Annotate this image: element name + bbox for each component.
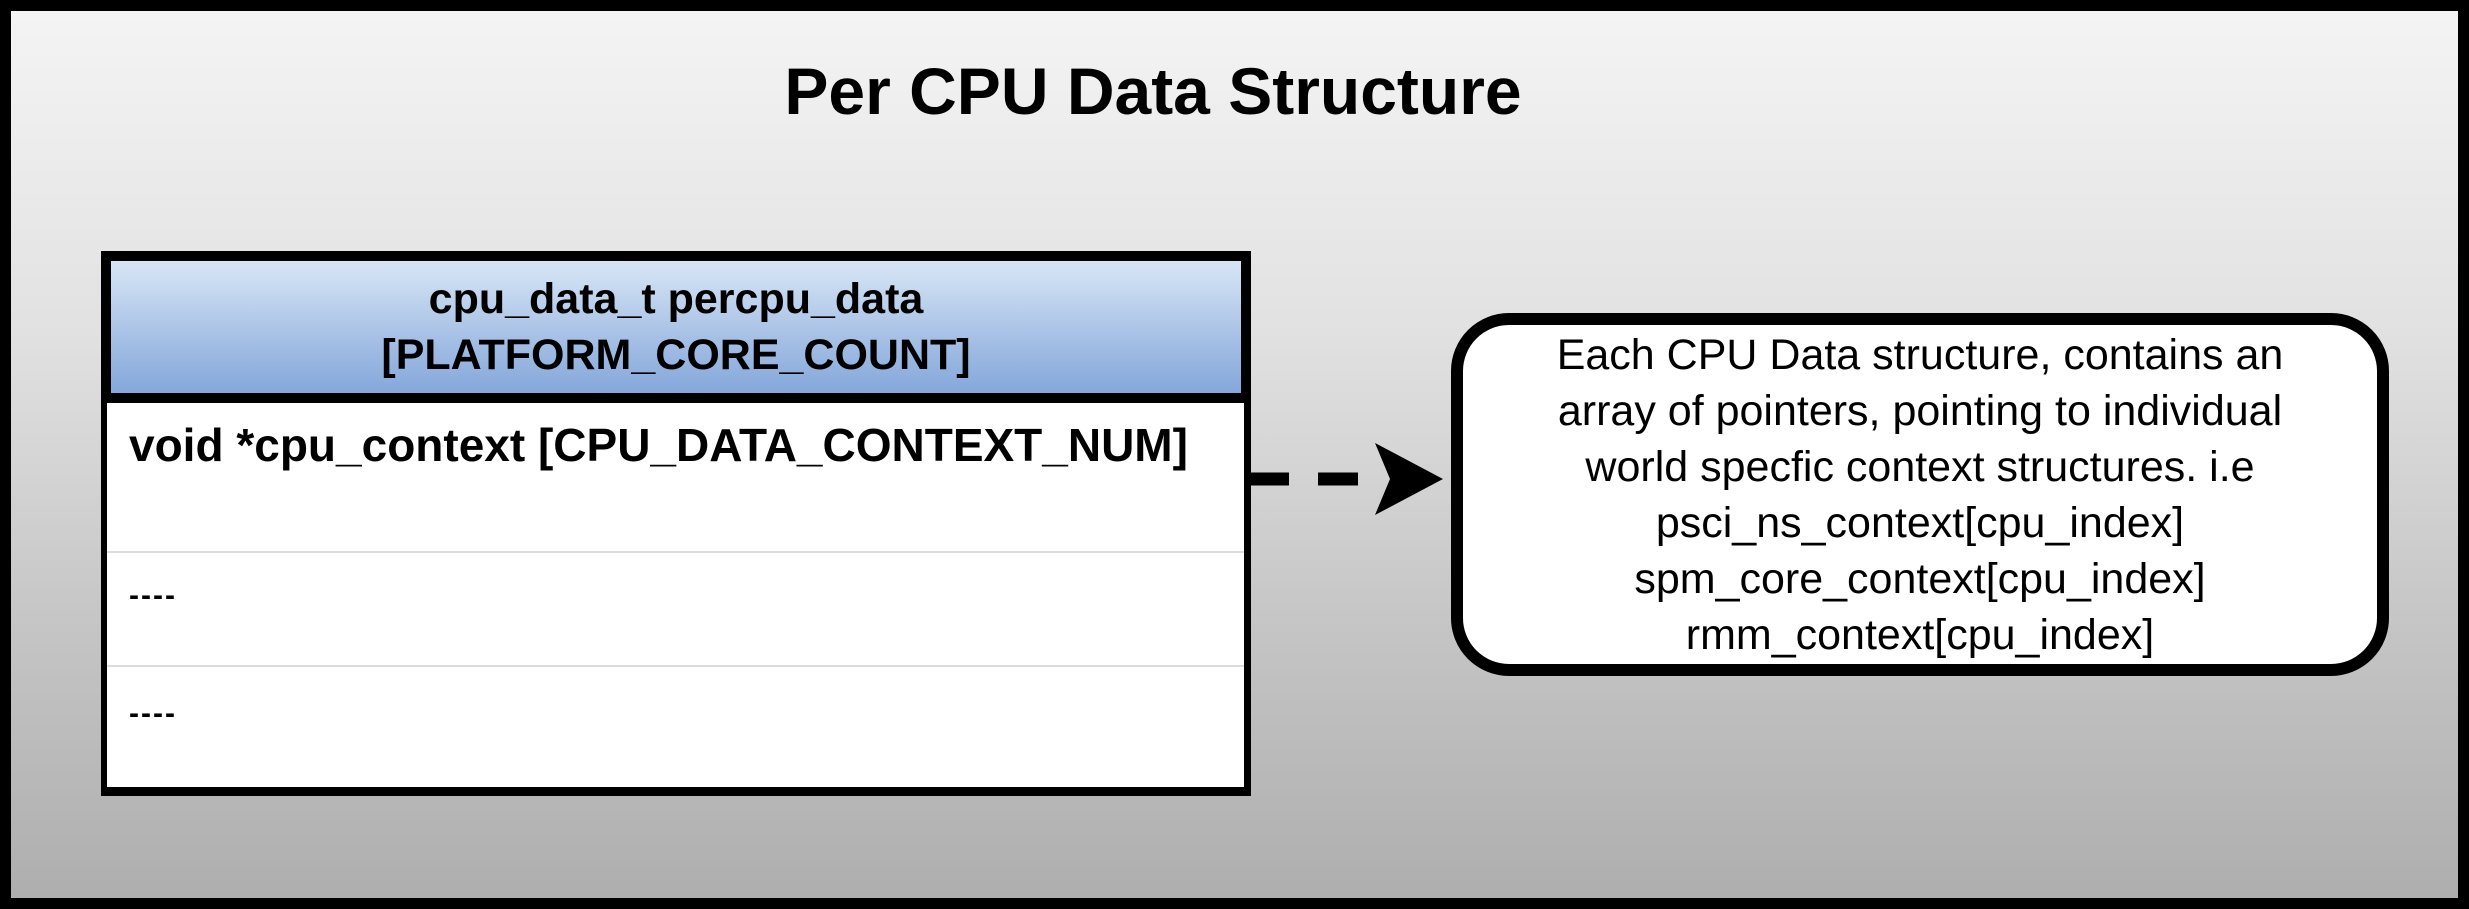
annotation-line-5: spm_core_context[cpu_index] (1634, 554, 2206, 603)
table-body: void *cpu_context [CPU_DATA_CONTEXT_NUM]… (101, 403, 1251, 796)
table-header: cpu_data_t percpu_data [PLATFORM_CORE_CO… (101, 251, 1251, 403)
cpu-data-table: cpu_data_t percpu_data [PLATFORM_CORE_CO… (101, 251, 1251, 796)
table-row-placeholder-1: ---- (107, 551, 1244, 665)
table-header-line2: [PLATFORM_CORE_COUNT] (381, 331, 971, 379)
annotation-box: Each CPU Data structure, contains an arr… (1451, 313, 2389, 676)
annotation-line-6: rmm_context[cpu_index] (1685, 610, 2155, 659)
annotation-line-1: Each CPU Data structure, contains an (1556, 330, 2284, 379)
dashed-arrow-icon (1249, 443, 1443, 515)
annotation-line-2: array of pointers, pointing to individua… (1557, 386, 2283, 435)
table-row-cpu-context: void *cpu_context [CPU_DATA_CONTEXT_NUM] (129, 419, 1188, 471)
annotation-line-3: world specfic context structures. i.e (1585, 442, 2255, 491)
page-title: Per CPU Data Structure (784, 54, 1522, 128)
table-header-line1: cpu_data_t percpu_data (428, 275, 924, 323)
annotation-line-4: psci_ns_context[cpu_index] (1655, 498, 2185, 547)
table-row-placeholder-2: ---- (107, 665, 1244, 787)
